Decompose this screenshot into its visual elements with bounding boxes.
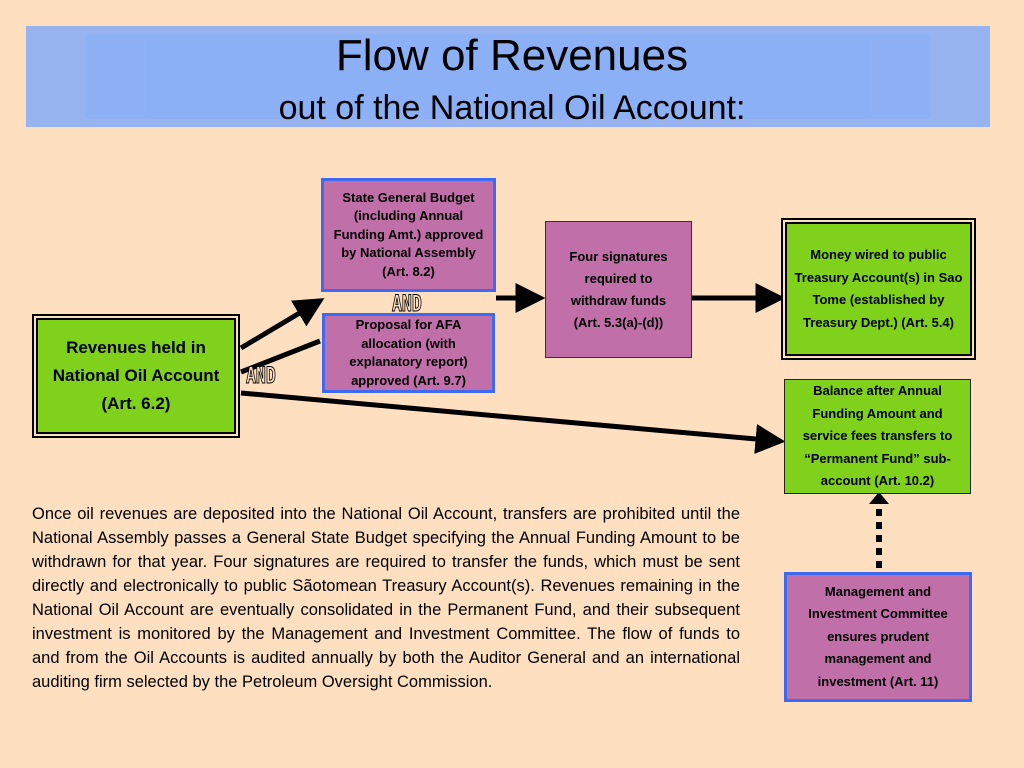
node-money-wired-label: Money wired to public Treasury Account(s… [794,247,963,330]
title-banner-band [266,52,750,101]
and-label-left: AND [246,364,277,390]
title-banner [26,26,990,127]
dotted-arrowhead [869,492,889,504]
node-four-signatures: Four signatures required to withdraw fun… [545,221,692,358]
connector-to-afa-proposal [240,338,321,375]
node-four-signatures-label: Four signatures required to withdraw fun… [569,248,668,330]
node-revenues-held-label: Revenues held in National Oil Account (A… [52,338,220,413]
node-money-wired: Money wired to public Treasury Account(s… [785,222,972,356]
arrow-to-balance-after [240,390,786,454]
and-label-top: AND [392,292,423,318]
page-subtitle: out of the National Oil Account: [278,89,746,127]
arrow-to-state-budget [239,298,325,351]
node-afa-proposal: Proposal for AFA allocation (with explan… [322,313,495,393]
node-balance-after: Balance after Annual Funding Amount and … [784,379,971,494]
node-state-budget-label: State General Budget (including Annual F… [333,189,484,279]
node-management-committee-label: Management and Investment Committee ensu… [808,583,948,689]
node-state-budget: State General Budget (including Annual F… [321,178,496,292]
node-revenues-held: Revenues held in National Oil Account (A… [36,318,236,434]
node-management-committee: Management and Investment Committee ensu… [784,572,972,702]
node-afa-proposal-label: Proposal for AFA allocation (with explan… [349,317,468,388]
node-balance-after-label: Balance after Annual Funding Amount and … [802,383,953,489]
description-paragraph: Once oil revenues are deposited into the… [32,505,740,691]
page-title: Flow of Revenues [335,31,689,80]
